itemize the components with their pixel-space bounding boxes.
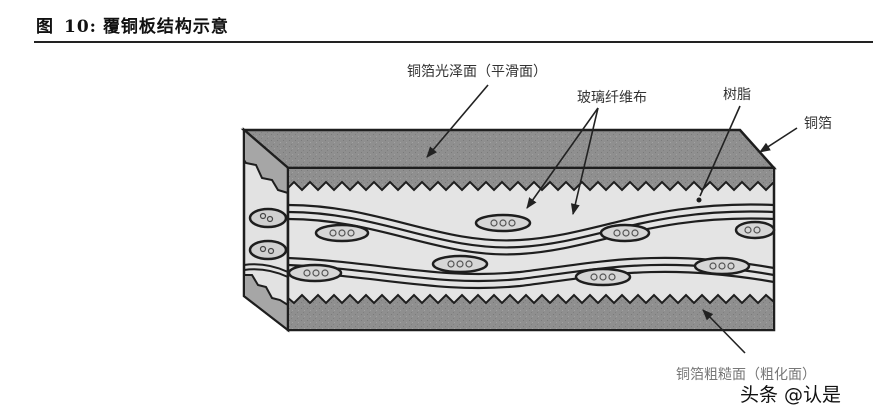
fiber-bundles bbox=[287, 213, 776, 287]
label-smooth-side: 铜箔光泽面（平滑面） bbox=[407, 64, 547, 80]
figure-prefix: 图 bbox=[36, 17, 54, 37]
figure-caption: 覆铜板结构示意 bbox=[102, 17, 229, 37]
label-resin: 树脂 bbox=[723, 87, 751, 103]
leader-rough-side bbox=[702, 309, 746, 354]
lower-copper-foil bbox=[287, 293, 775, 331]
leader-smooth-side bbox=[426, 84, 489, 158]
top-face bbox=[240, 128, 777, 170]
figure-title: 图 10:覆铜板结构示意 bbox=[36, 12, 229, 37]
leader-resin bbox=[699, 105, 741, 197]
label-copper-foil: 铜箔 bbox=[804, 116, 832, 132]
leader-glass-fiber-1 bbox=[526, 107, 599, 209]
glass-fiber-lower bbox=[287, 256, 775, 290]
glass-fiber-upper bbox=[287, 203, 775, 256]
label-rough-side: 铜箔粗糙面（粗化面） bbox=[676, 367, 816, 383]
figure-number: 10: bbox=[64, 17, 97, 37]
label-glass-fiber: 玻璃纤维布 bbox=[577, 90, 647, 106]
resin-particle bbox=[696, 197, 702, 203]
leader-copper-foil bbox=[759, 127, 798, 153]
leader-glass-fiber-2 bbox=[570, 107, 599, 216]
title-divider bbox=[34, 41, 873, 43]
watermark: 头条 @认是 bbox=[740, 384, 842, 406]
